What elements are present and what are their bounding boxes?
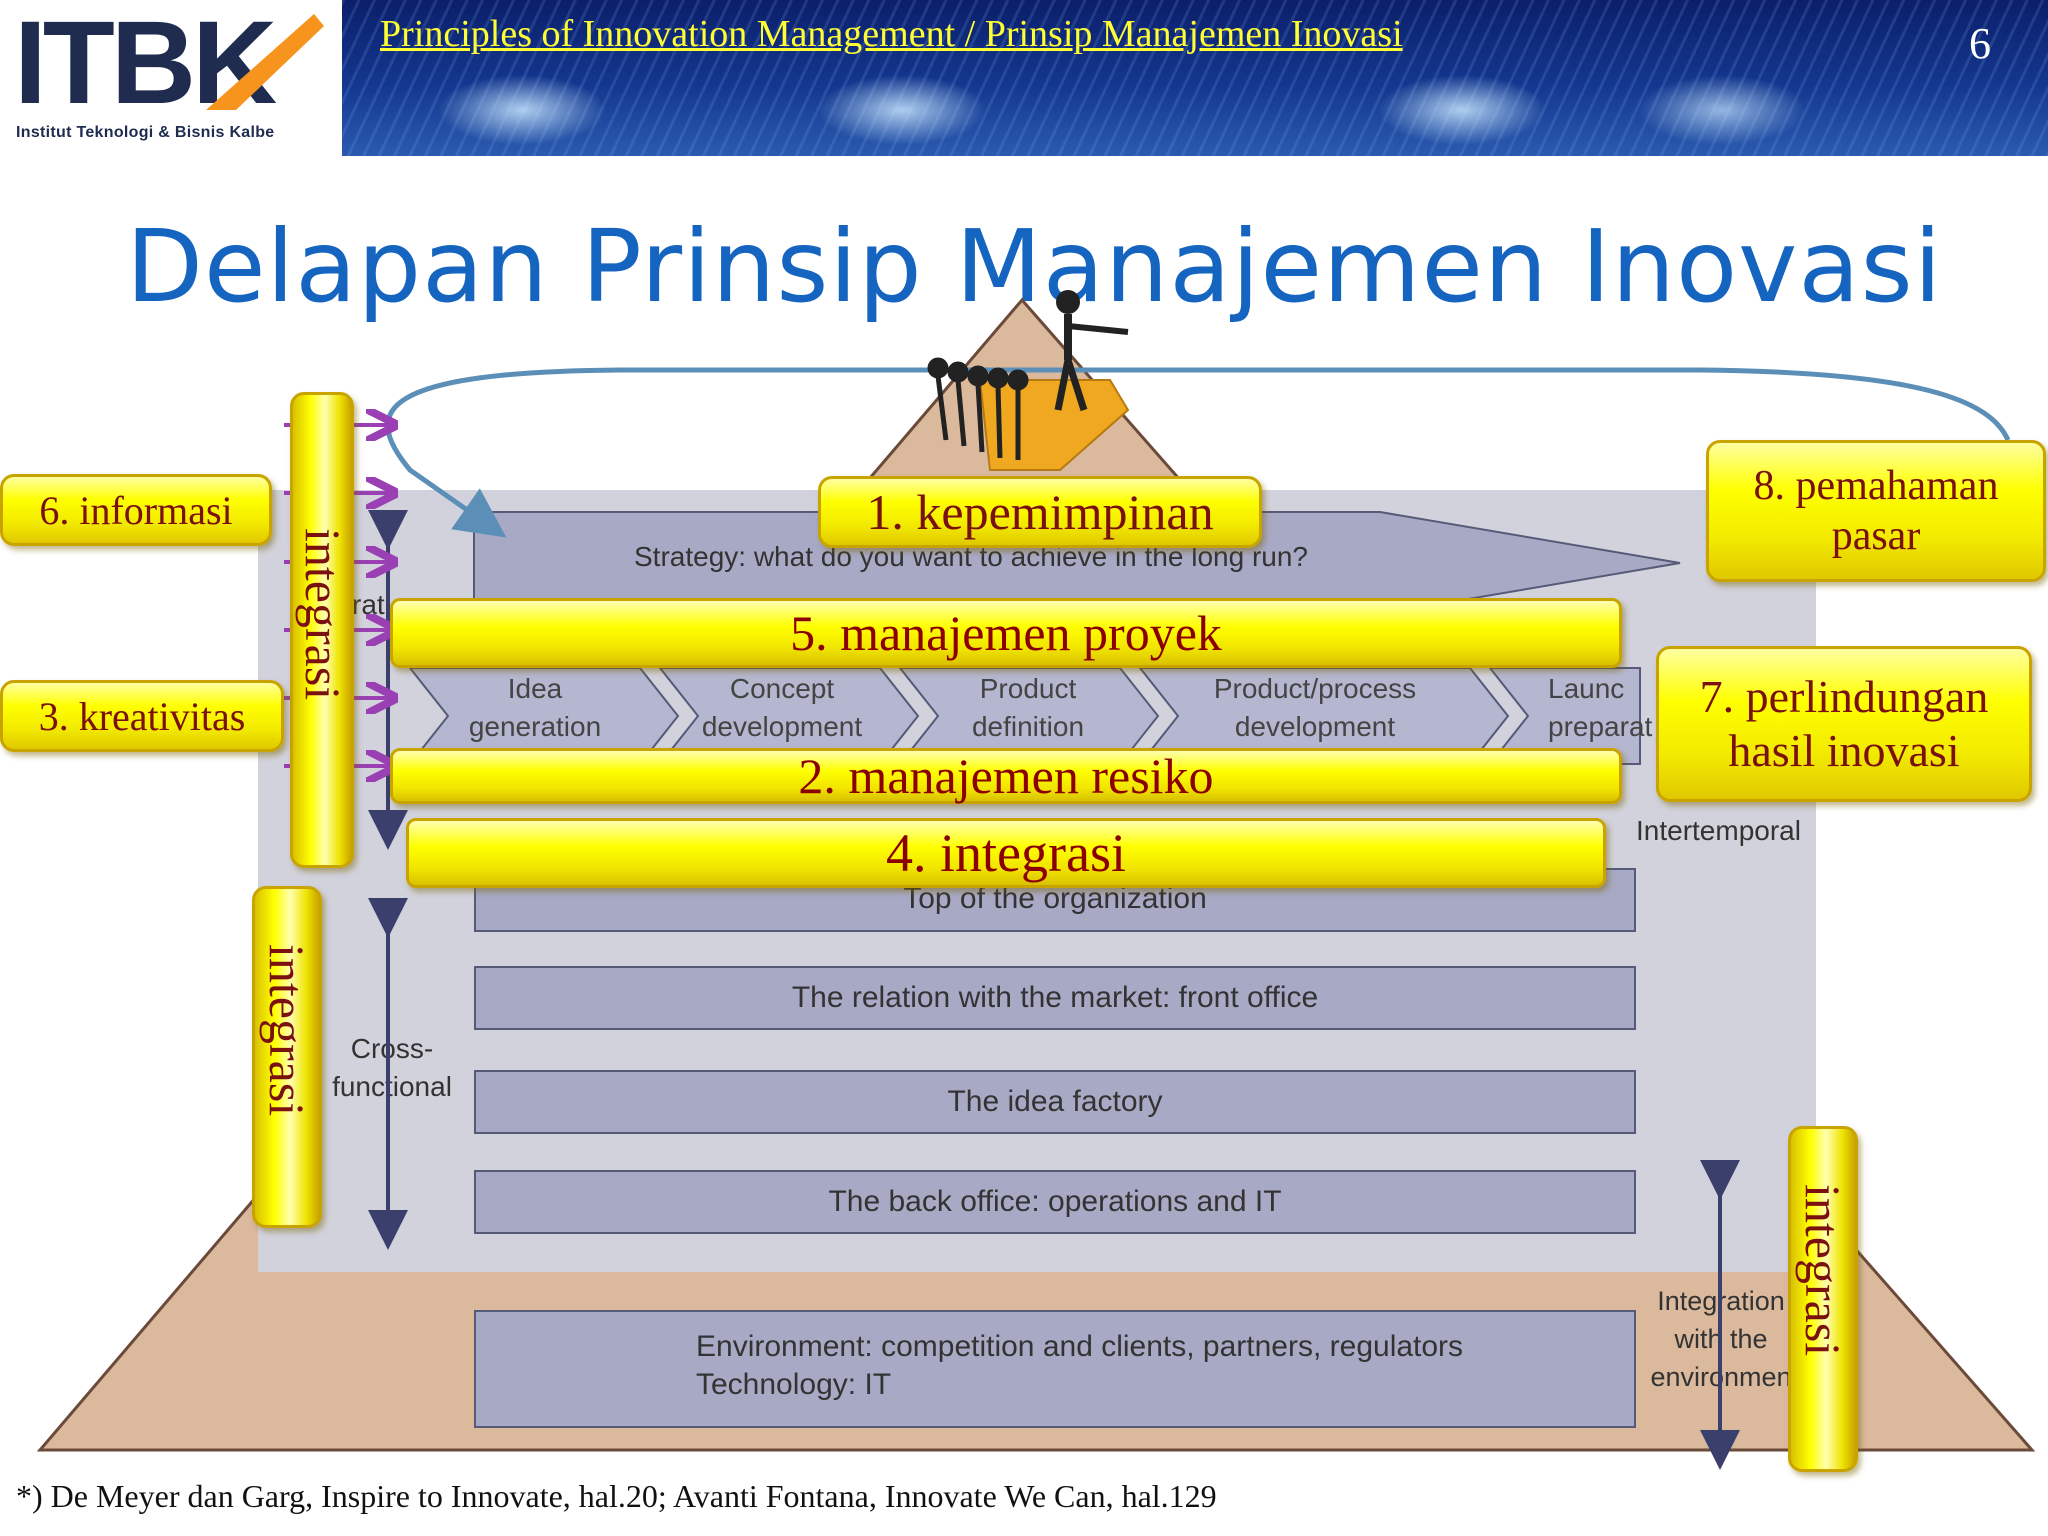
- stage-line2: definition: [971, 711, 1085, 742]
- logo-swoosh-icon: [206, 14, 324, 110]
- stage-line1: Product/process: [1213, 673, 1417, 704]
- stage-launch-preparation: Launc preparat: [1548, 670, 1658, 746]
- layer-environment: Environment: competition and clients, pa…: [474, 1310, 1636, 1428]
- principle-3-kreativitas: 3. kreativitas: [0, 680, 284, 752]
- stage-line1: Idea: [507, 673, 563, 704]
- stage-line1: Product: [979, 673, 1077, 704]
- principle-6-informasi: 6. informasi: [0, 474, 272, 546]
- stage-line2: development: [1234, 711, 1396, 742]
- layer-idea-factory: The idea factory: [474, 1070, 1636, 1134]
- stage-product-definition: Product definition: [928, 670, 1128, 746]
- slide-header: ITBK Institut Teknologi & Bisnis Kalbe P…: [0, 0, 2048, 156]
- stage-concept-development: Concept development: [682, 670, 882, 746]
- integrasi-bar-right: [1788, 1126, 1858, 1472]
- integrasi-bar-bottom-left: [252, 886, 322, 1228]
- principle-6-label: 6. informasi: [39, 487, 233, 533]
- layer-label: The back office: operations and IT: [828, 1185, 1282, 1218]
- stage-idea-generation: Idea generation: [435, 670, 635, 746]
- stage-line2: preparat: [1548, 711, 1653, 742]
- principle-3-label: 3. kreativitas: [38, 693, 246, 739]
- principle-8-line2: pasar: [1831, 513, 1921, 559]
- principle-4-integrasi: 4. integrasi: [406, 818, 1606, 888]
- principle-2-label: 2. manajemen resiko: [798, 748, 1214, 804]
- intertemporal-label: Intertemporal: [1636, 815, 1801, 846]
- principle-4-label: 4. integrasi: [886, 823, 1126, 883]
- stage-product-process-development: Product/process development: [1200, 670, 1430, 746]
- integrasi-label-right: integrasi: [1795, 1184, 1851, 1357]
- integrasi-label-bottom-left: integrasi: [259, 944, 315, 1117]
- environment-line1: Environment: competition and clients, pa…: [696, 1330, 1464, 1363]
- principle-1-kepemimpinan: 1. kepemimpinan: [818, 476, 1262, 548]
- footnote-reference: *) De Meyer dan Garg, Inspire to Innovat…: [16, 1478, 1217, 1514]
- course-title-link[interactable]: Principles of Innovation Management / Pr…: [380, 13, 1403, 55]
- layer-back-office: The back office: operations and IT: [474, 1170, 1636, 1234]
- stage-line1: Concept: [729, 673, 835, 704]
- stage-line2: development: [701, 711, 863, 742]
- principle-7-line1: 7. perlindungan: [1699, 671, 1989, 722]
- principle-5-label: 5. manajemen proyek: [790, 605, 1222, 661]
- logo-subtitle: Institut Teknologi & Bisnis Kalbe: [16, 124, 275, 141]
- principle-2-manajemen-resiko: 2. manajemen resiko: [390, 748, 1622, 804]
- slide-number: 6: [1969, 19, 1991, 68]
- stage-line1: Launc: [1548, 673, 1625, 704]
- integrasi-bar-top-left: [290, 392, 354, 868]
- page-title: Delapan Prinsip Manajemen Inovasi: [126, 208, 1943, 325]
- principle-8-pemahaman-pasar: 8. pemahaman pasar: [1706, 440, 2046, 582]
- stage-line2: generation: [468, 711, 602, 742]
- logo: ITBK Institut Teknologi & Bisnis Kalbe: [0, 0, 340, 156]
- layer-front-office: The relation with the market: front offi…: [474, 966, 1636, 1030]
- header-banner: [342, 0, 2048, 156]
- principle-7-line2: hasil inovasi: [1728, 725, 1960, 776]
- layer-label: The relation with the market: front offi…: [791, 981, 1319, 1014]
- principle-8-line1: 8. pemahaman: [1753, 463, 1999, 509]
- principle-1-label: 1. kepemimpinan: [866, 484, 1214, 540]
- environment-line2: Technology: IT: [696, 1368, 892, 1401]
- principle-7-perlindungan-hasil-inovasi: 7. perlindungan hasil inovasi: [1656, 646, 2032, 802]
- principle-5-manajemen-proyek: 5. manajemen proyek: [390, 598, 1622, 668]
- integrasi-label-top-left: integrasi: [295, 528, 351, 701]
- layer-label: The idea factory: [947, 1085, 1163, 1118]
